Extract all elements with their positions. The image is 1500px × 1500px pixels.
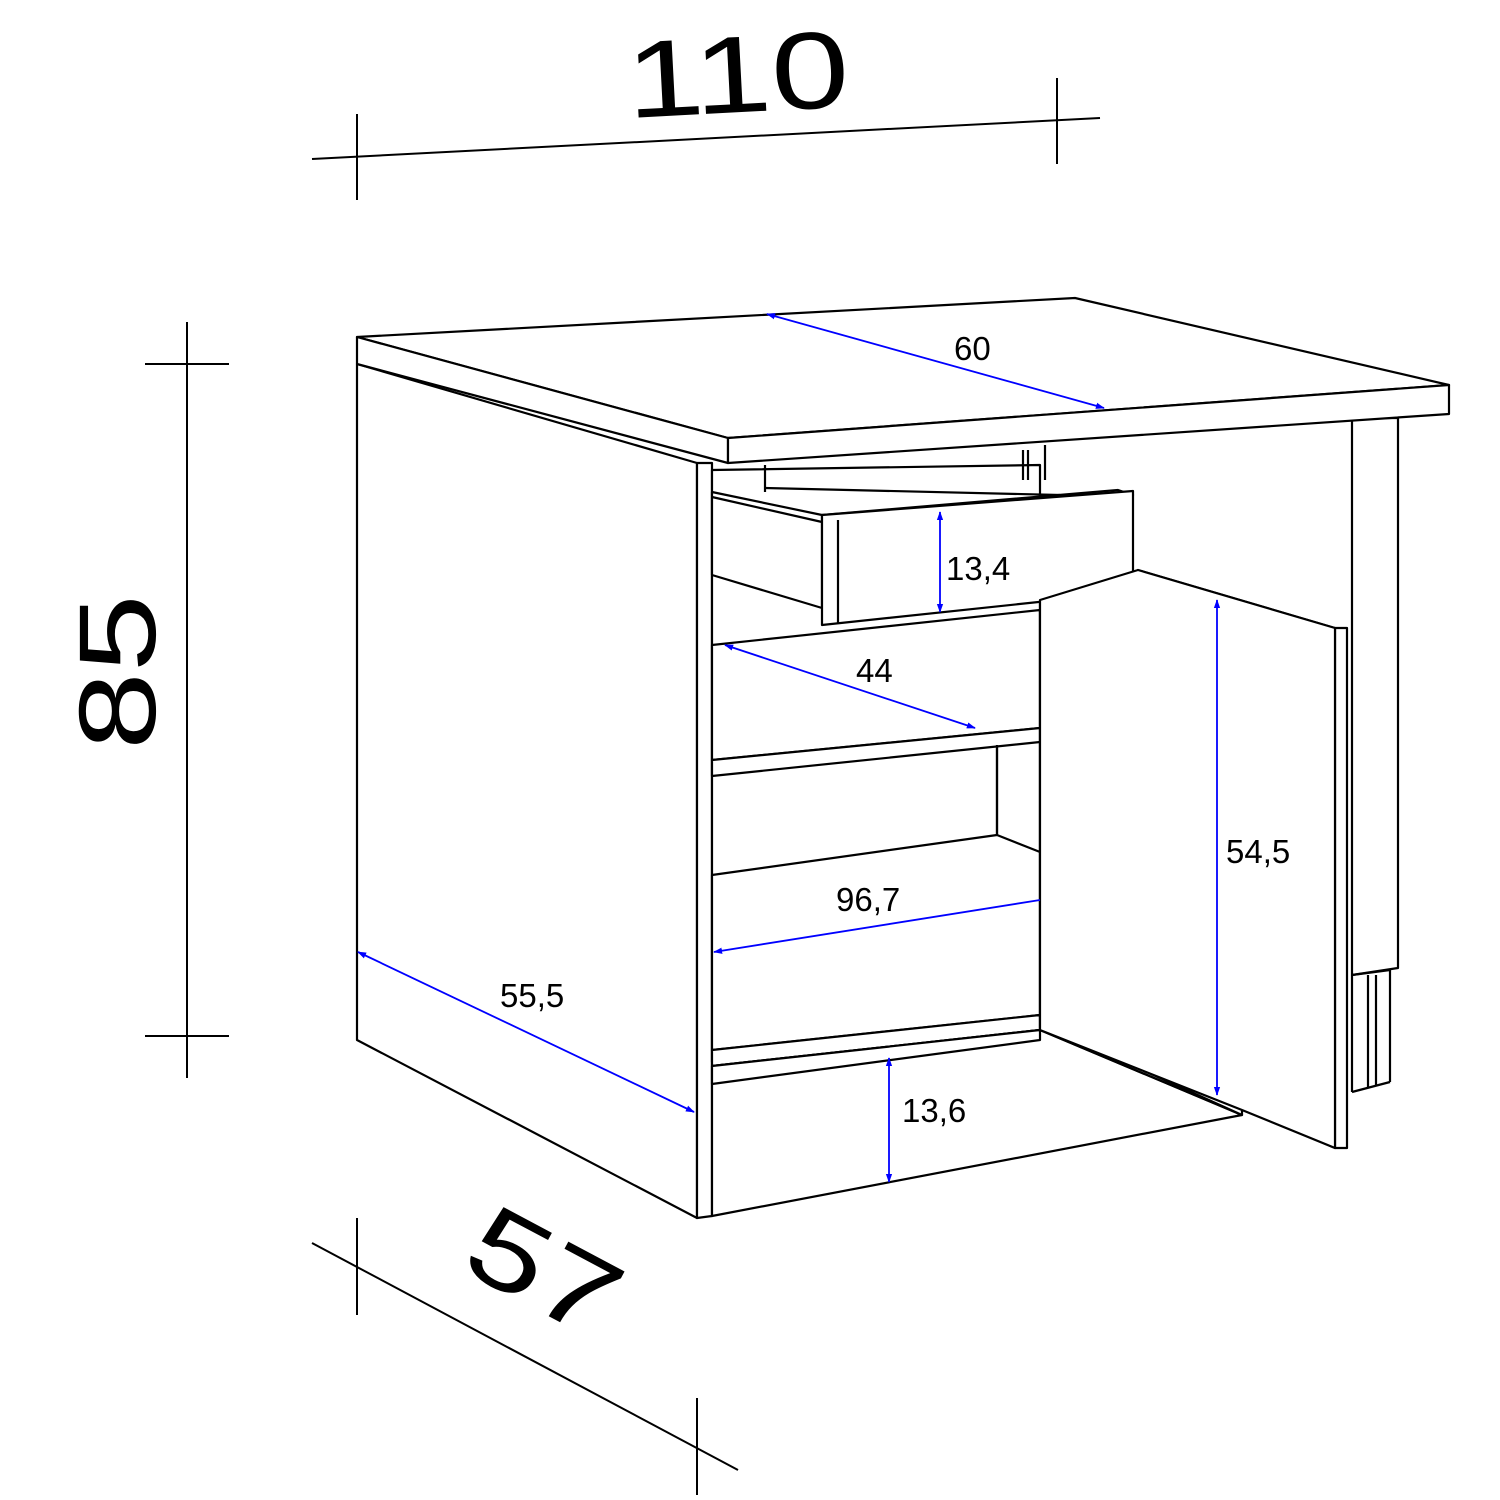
width-dimension-label: 110 xyxy=(623,7,852,141)
lower-shelf xyxy=(710,833,1042,1052)
door-height-label: 54,5 xyxy=(1226,833,1290,870)
interior-width-arrow xyxy=(713,899,1041,954)
height-dimension-label: 85 xyxy=(56,594,179,750)
worktop-front-edge xyxy=(726,383,1451,465)
rear-cabinet-side xyxy=(1350,416,1400,977)
shelf-depth-label: 44 xyxy=(856,652,893,689)
shelf-depth-arrow xyxy=(724,644,976,729)
overall-dimension-lines xyxy=(145,78,1101,1495)
interior-width-label: 96,7 xyxy=(836,881,900,918)
plinth-height-label: 13,6 xyxy=(902,1092,966,1129)
detail-dimension-arrows xyxy=(357,313,1221,1183)
side-depth-label: 55,5 xyxy=(500,977,564,1014)
drawer-height-label: 13,4 xyxy=(946,550,1010,587)
door-inner-face xyxy=(1038,568,1337,1150)
plinth-front xyxy=(710,1028,1042,1086)
worktop-depth-label: 60 xyxy=(954,330,991,367)
drawer xyxy=(820,488,1135,627)
depth-dimension-label: 57 xyxy=(447,1180,642,1361)
side-depth-arrow xyxy=(357,951,695,1113)
worktop-depth-arrow xyxy=(766,313,1105,409)
rear-legs xyxy=(1350,970,1392,1094)
open-door xyxy=(1038,568,1349,1150)
door-edge xyxy=(1333,626,1349,1150)
front-edge-strip xyxy=(695,461,714,1220)
